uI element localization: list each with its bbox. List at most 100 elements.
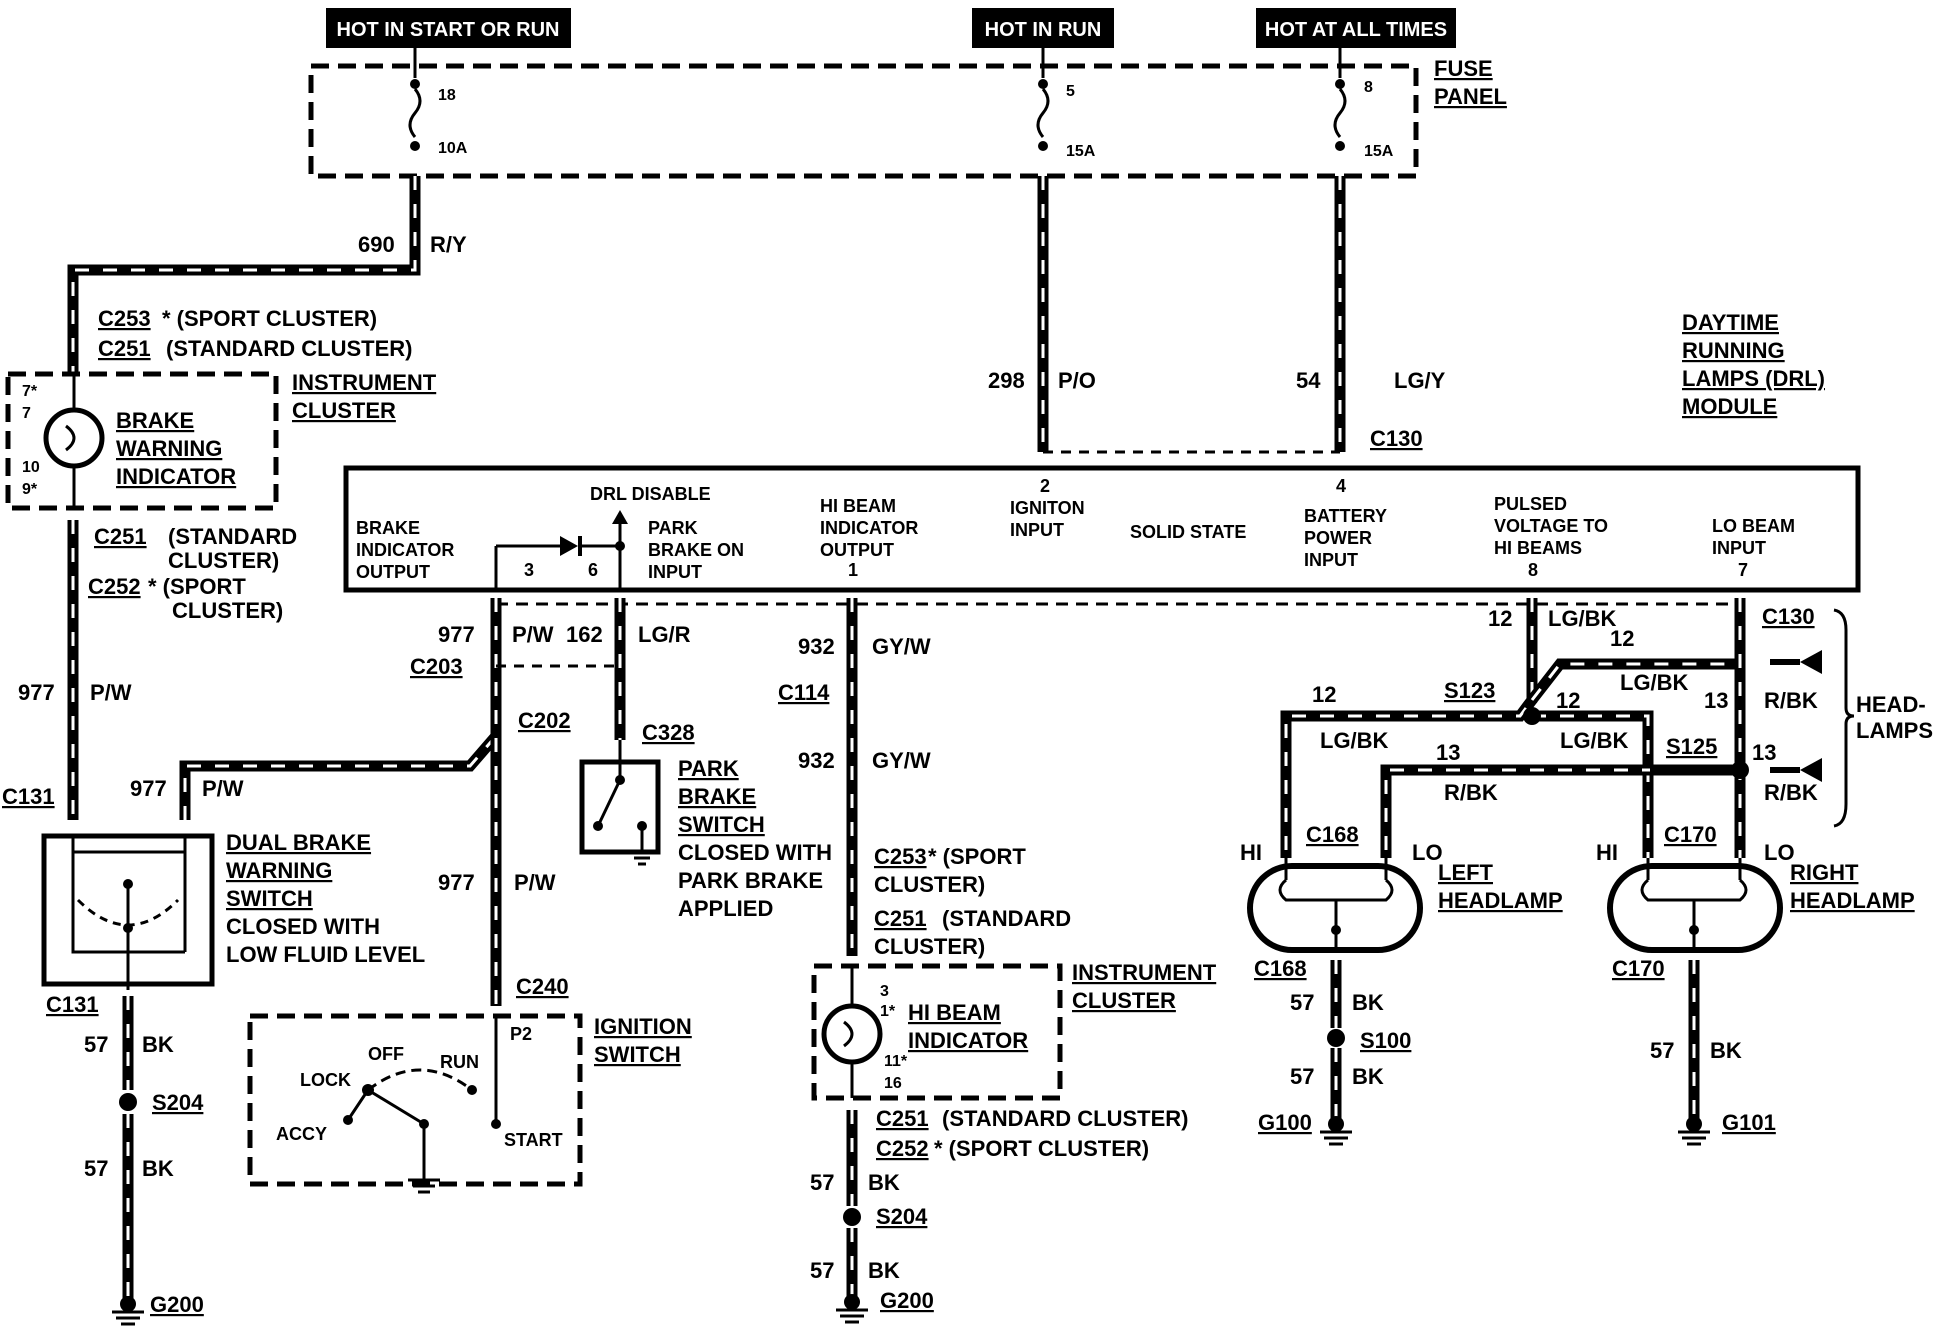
instrument-cluster-mid-label: INSTRUMENT bbox=[1072, 960, 1217, 985]
svg-text:* (SPORT: * (SPORT bbox=[928, 844, 1026, 869]
svg-text:SWITCH: SWITCH bbox=[678, 812, 765, 837]
svg-text:HOT IN START OR RUN: HOT IN START OR RUN bbox=[337, 19, 560, 41]
ground-g200-left: G200 bbox=[150, 1292, 204, 1317]
svg-text:BRAKE ON: BRAKE ON bbox=[648, 540, 744, 560]
svg-text:INPUT: INPUT bbox=[1712, 538, 1766, 558]
fuse-5: 5 15A bbox=[1036, 48, 1096, 160]
module-pin-4: 4 bbox=[1336, 476, 1346, 496]
svg-text:* (SPORT CLUSTER): * (SPORT CLUSTER) bbox=[162, 306, 377, 331]
svg-text:SWITCH: SWITCH bbox=[594, 1042, 681, 1067]
svg-text:8: 8 bbox=[1364, 79, 1373, 96]
connector-c252-low: C252 bbox=[876, 1136, 929, 1161]
svg-text:(STANDARD CLUSTER): (STANDARD CLUSTER) bbox=[942, 1106, 1188, 1131]
circuit-932-a-number: 932 bbox=[798, 634, 835, 659]
connector-c253-mid: C253 bbox=[874, 844, 927, 869]
wire-977-bridge bbox=[179, 732, 501, 820]
wire-690 bbox=[67, 176, 421, 372]
svg-text:PARK BRAKE: PARK BRAKE bbox=[678, 868, 823, 893]
svg-text:BK: BK bbox=[142, 1032, 174, 1057]
circuit-12-c: 12 bbox=[1312, 682, 1336, 707]
ignition-accy-label: ACCY bbox=[276, 1124, 327, 1144]
circuit-57-left-1: 57 bbox=[84, 1032, 108, 1057]
connector-c240: C240 bbox=[516, 974, 569, 999]
left-headlamp-symbol bbox=[1247, 858, 1423, 953]
svg-text:OUTPUT: OUTPUT bbox=[356, 562, 430, 582]
brake-warning-indicator-label: BRAKE bbox=[116, 408, 194, 433]
brake-pin-7: 7 bbox=[22, 405, 31, 422]
ground-g101-symbol bbox=[1678, 1116, 1710, 1146]
svg-text:PANEL: PANEL bbox=[1434, 84, 1507, 109]
module-pin-2: 2 bbox=[1040, 476, 1050, 496]
svg-text:WARNING: WARNING bbox=[116, 436, 222, 461]
circuit-977-c-number: 977 bbox=[438, 622, 475, 647]
connector-c130-right: C130 bbox=[1762, 604, 1815, 629]
svg-text:CLUSTER): CLUSTER) bbox=[874, 934, 985, 959]
connector-c251-mid: C251 bbox=[874, 906, 927, 931]
park-brake-switch-symbol bbox=[593, 740, 654, 866]
svg-text:LG/BK: LG/BK bbox=[1560, 728, 1629, 753]
circuit-12-b-number: 12 bbox=[1610, 626, 1634, 651]
ignition-switch-symbol bbox=[343, 1016, 501, 1194]
module-solid-state-label: SOLID STATE bbox=[1130, 522, 1246, 542]
dual-brake-switch-symbol bbox=[71, 836, 187, 990]
svg-text:R/BK: R/BK bbox=[1764, 688, 1818, 713]
svg-text:LAMPS: LAMPS bbox=[1856, 718, 1933, 743]
right-headlamp-label: RIGHT bbox=[1790, 860, 1859, 885]
circuit-57-left-2: 57 bbox=[84, 1156, 108, 1181]
brake-warning-bulb bbox=[43, 374, 105, 508]
svg-text:BK: BK bbox=[868, 1258, 900, 1283]
left-headlamp-lo: LO bbox=[1412, 840, 1443, 865]
fuse-panel-box bbox=[308, 63, 1419, 179]
svg-text:INDICATOR: INDICATOR bbox=[356, 540, 454, 560]
circuit-12-a: 12 bbox=[1488, 606, 1512, 631]
svg-text:RUNNING: RUNNING bbox=[1682, 338, 1785, 363]
circuit-932-a-color: GY/W bbox=[872, 634, 931, 659]
svg-text:R/BK: R/BK bbox=[1444, 780, 1498, 805]
circuit-13-b: 13 bbox=[1436, 740, 1460, 765]
hi-beam-pin-1-star: 1* bbox=[880, 1003, 896, 1020]
svg-text:HEADLAMP: HEADLAMP bbox=[1438, 888, 1563, 913]
module-pin-6: 6 bbox=[588, 560, 598, 580]
svg-text:5: 5 bbox=[1066, 83, 1075, 100]
drl-module-box bbox=[343, 465, 1861, 593]
connector-c170-top: C170 bbox=[1664, 822, 1717, 847]
svg-text:CLUSTER: CLUSTER bbox=[1072, 988, 1176, 1013]
module-hi-beam-output-label: HI BEAM bbox=[820, 496, 896, 516]
left-headlamp-label: LEFT bbox=[1438, 860, 1494, 885]
svg-text:APPLIED: APPLIED bbox=[678, 896, 773, 921]
svg-text:BK: BK bbox=[1352, 1064, 1384, 1089]
module-brake-output-label: BRAKE bbox=[356, 518, 420, 538]
power-header-start-run: HOT IN START OR RUN bbox=[326, 8, 571, 48]
splice-s204-mid: S204 bbox=[876, 1204, 928, 1229]
svg-text:POWER: POWER bbox=[1304, 528, 1372, 548]
svg-text:CLOSED WITH: CLOSED WITH bbox=[678, 840, 832, 865]
svg-text:LG/BK: LG/BK bbox=[1548, 606, 1617, 631]
module-pin-7: 7 bbox=[1738, 560, 1748, 580]
right-headlamp-hi: HI bbox=[1596, 840, 1618, 865]
circuit-13-c: 13 bbox=[1752, 740, 1776, 765]
svg-text:BK: BK bbox=[1710, 1038, 1742, 1063]
svg-text:INDICATOR: INDICATOR bbox=[908, 1028, 1028, 1053]
headlamps-label: HEAD- bbox=[1856, 692, 1926, 717]
ignition-p2-label: P2 bbox=[510, 1024, 532, 1044]
circuit-932-b-number: 932 bbox=[798, 748, 835, 773]
svg-text:BK: BK bbox=[868, 1170, 900, 1195]
svg-text:CLUSTER): CLUSTER) bbox=[172, 598, 283, 623]
circuit-298-color: P/O bbox=[1058, 368, 1096, 393]
module-park-brake-label: PARK bbox=[648, 518, 698, 538]
left-headlamp-hi: HI bbox=[1240, 840, 1262, 865]
svg-text:LG/BK: LG/BK bbox=[1320, 728, 1389, 753]
circuit-162-number: 162 bbox=[566, 622, 603, 647]
svg-text:BK: BK bbox=[1352, 990, 1384, 1015]
circuit-690-color: R/Y bbox=[430, 232, 467, 257]
connector-c252-b: C252 bbox=[88, 574, 141, 599]
right-headlamp-lo: LO bbox=[1764, 840, 1795, 865]
power-header-run: HOT IN RUN bbox=[972, 8, 1114, 48]
hi-beam-pin-16: 16 bbox=[884, 1075, 902, 1092]
connector-c131-bottom: C131 bbox=[46, 992, 99, 1017]
park-brake-switch-label: PARK bbox=[678, 756, 739, 781]
connector-c170-bottom: C170 bbox=[1612, 956, 1665, 981]
svg-text:BRAKE: BRAKE bbox=[678, 784, 756, 809]
drl-disable-diode bbox=[494, 510, 628, 590]
circuit-977-d-color: P/W bbox=[514, 870, 556, 895]
